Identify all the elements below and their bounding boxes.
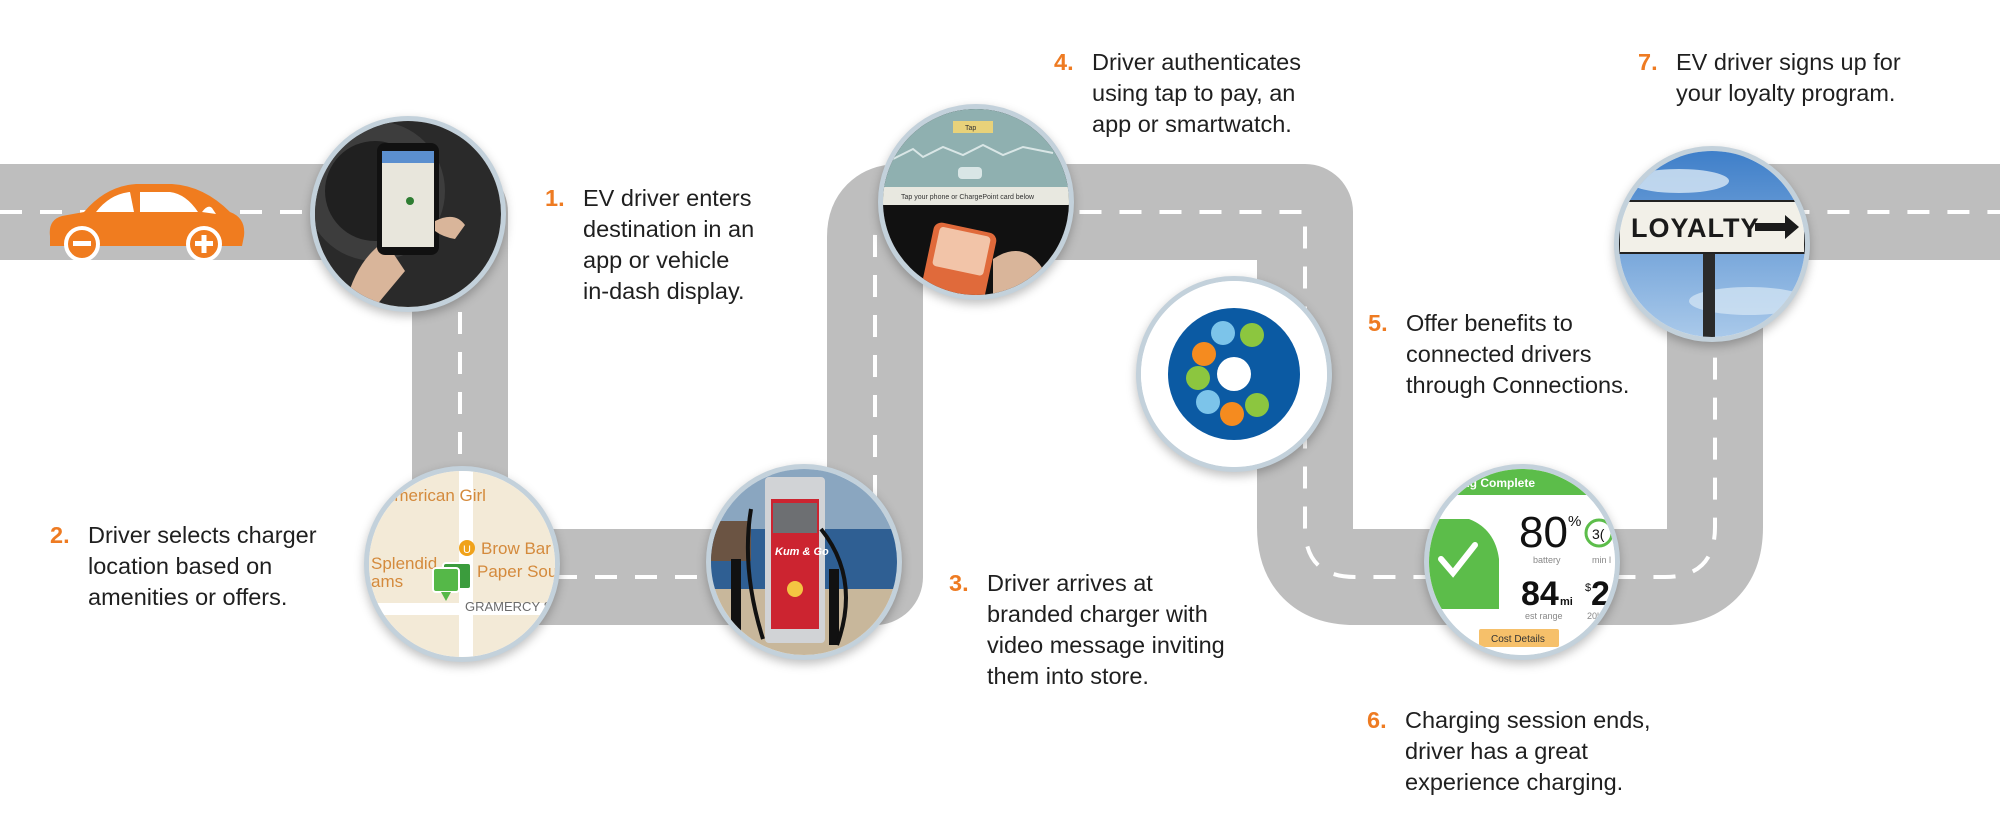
svg-text:battery: battery [1533, 555, 1561, 565]
photo-loyalty-sign: LOYALTY [1614, 146, 1810, 342]
battery-value: 80 [1519, 508, 1568, 557]
step-6-number: 6. [1367, 707, 1387, 733]
step-1-line: EV driver enters [583, 185, 752, 211]
step-3-line: Driver arrives at [987, 570, 1153, 596]
step-4-line: app or smartwatch. [1092, 111, 1292, 137]
step-7-line: EV driver signs up for [1676, 49, 1901, 75]
photo-charging-complete: harging Complete 80 % battery 3( min l 8… [1424, 464, 1620, 660]
svg-text:est range: est range [1525, 611, 1563, 621]
plus-icon [186, 226, 222, 262]
map-label-rs: rs [373, 620, 385, 636]
cost-details-button: Cost Details [1491, 634, 1545, 645]
step-4-line: Driver authenticates [1092, 49, 1301, 75]
svg-text:3(: 3( [1592, 526, 1605, 542]
step-2-line: location based on [88, 553, 273, 579]
step-3-number: 3. [949, 570, 969, 596]
step-5-line: Offer benefits to [1406, 310, 1573, 336]
arrow-right-icon [1755, 215, 1799, 239]
step-2-line: amenities or offers. [88, 584, 288, 610]
photo-map: American Girl Brow Bar Splendid Paper So… [364, 466, 560, 662]
step-1-line: in-dash display. [583, 278, 745, 304]
step-6-line: Charging session ends, [1405, 707, 1651, 733]
step-2-number: 2. [50, 522, 70, 548]
svg-text:20kW: 20kW [1587, 611, 1611, 621]
step-1-line: app or vehicle [583, 247, 730, 273]
map-label-ams: ams [371, 572, 403, 591]
photo-phone-navigation [310, 116, 506, 312]
map-pin-icon [432, 562, 472, 601]
step-3-line: them into store. [987, 663, 1149, 689]
step-6-line: experience charging. [1405, 769, 1624, 795]
tap-prompt: Tap your phone or ChargePoint card below [901, 194, 1035, 201]
svg-text:mi: mi [1560, 596, 1573, 608]
connections-logo [1136, 276, 1332, 472]
tap-button-label: Tap [965, 125, 976, 132]
photo-tap-to-pay: Tap Tap your phone or ChargePoint card b… [878, 104, 1074, 300]
step-4-number: 4. [1054, 49, 1074, 75]
step-3-line: branded charger with [987, 601, 1208, 627]
step-6-line: driver has a great [1405, 738, 1588, 764]
map-label-paper-source: Paper Sou [477, 562, 555, 581]
loyalty-sign-text: LOYALTY [1631, 213, 1760, 243]
step-5-number: 5. [1368, 310, 1388, 336]
step-5-line: through Connections. [1406, 372, 1630, 398]
map-label-brow-bar: Brow Bar [481, 539, 551, 558]
step-1-number: 1. [545, 185, 565, 211]
step-5-line: connected drivers [1406, 341, 1592, 367]
step-7-line: your loyalty program. [1676, 80, 1896, 106]
map-label-splendid: Splendid [371, 554, 437, 573]
car-icon [49, 184, 245, 262]
svg-text:min l: min l [1592, 555, 1611, 565]
step-7-number: 7. [1638, 49, 1658, 75]
photo-branded-charger: Kum & Go [706, 464, 902, 660]
range-value: 84 [1521, 575, 1559, 613]
svg-text:2: 2 [1591, 575, 1610, 613]
svg-text:$: $ [1585, 582, 1591, 594]
charger-brand: Kum & Go [775, 546, 829, 558]
map-label-american-girl: American Girl [383, 486, 486, 505]
step-3-line: video message inviting [987, 632, 1225, 658]
step-1-line: destination in an [583, 216, 755, 242]
svg-text:U: U [463, 544, 471, 556]
checkmark-icon [1438, 542, 1478, 578]
step-4-line: using tap to pay, an [1092, 80, 1296, 106]
svg-text:%: % [1568, 513, 1581, 530]
map-label-gramercy: GRAMERCY S [465, 599, 552, 614]
session-header: harging Complete [1433, 476, 1535, 490]
minus-icon [64, 226, 100, 262]
step-2-line: Driver selects charger [88, 522, 317, 548]
